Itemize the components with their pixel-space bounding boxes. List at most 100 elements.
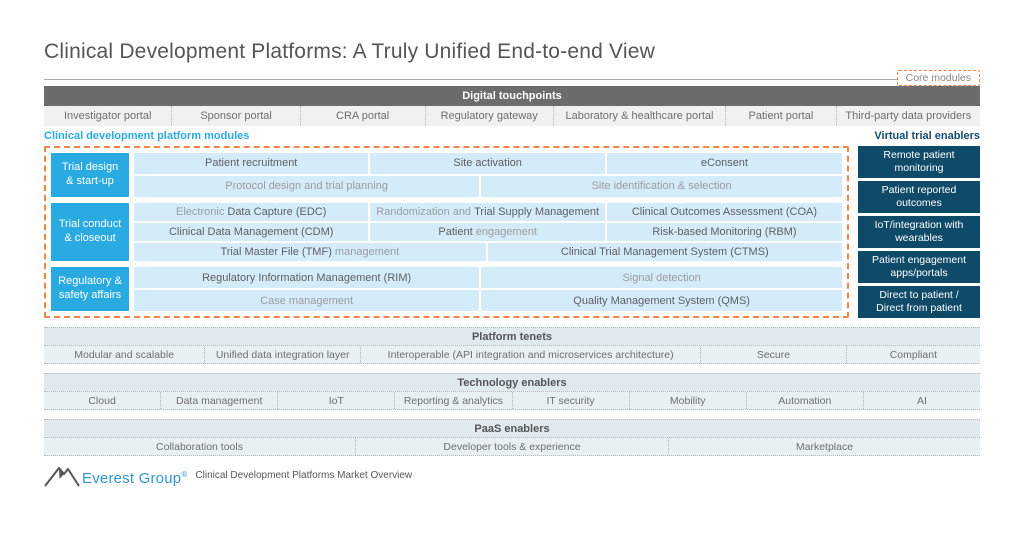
module-cell-text: Quality Management System (QMS): [573, 294, 750, 307]
module-cell-text: Clinical Data Management (CDM): [168, 225, 334, 238]
module-grid: Electronic Data Capture (EDC)Randomizati…: [134, 202, 843, 262]
module-cell: Clinical Data Management (CDM): [134, 222, 369, 242]
portal-cell: Patient portal: [725, 106, 836, 126]
category-box: Trial conduct & closeout: [51, 202, 129, 262]
module-band: Trial conduct & closeout Electronic Data …: [51, 202, 843, 262]
category-box: Regulatory & safety affairs: [51, 267, 129, 311]
module-cell-text: Data Capture (EDC): [227, 205, 327, 218]
module-grid: Patient recruitment Site activation eConse…: [134, 153, 843, 197]
module-row: Clinical Data Management (CDM) Patient en…: [134, 222, 843, 242]
module-row: Case management Quality Management System…: [134, 290, 842, 311]
registered-mark: ®: [181, 470, 188, 479]
module-cell: Protocol design and trial planning: [134, 175, 480, 197]
module-cell: Clinical Outcomes Assessment (COA): [606, 202, 843, 221]
page-title: Clinical Development Platforms: A Truly …: [44, 40, 655, 63]
module-cell: Risk-based Monitoring (RBM): [606, 222, 843, 242]
module-row: Electronic Data Capture (EDC)Randomizati…: [134, 202, 843, 221]
virtual-enablers-label: Virtual trial enablers: [874, 130, 980, 142]
section-title: Technology enablers: [44, 373, 980, 391]
section-cell: Marketplace: [667, 438, 980, 455]
section-cell: Interoperable (API integration and micro…: [360, 346, 700, 363]
module-cell-text: Signal detection: [622, 271, 701, 284]
section-title: Platform tenets: [44, 327, 980, 345]
header: Clinical Development Platforms: A Truly …: [44, 40, 980, 86]
portal-cell: Third-party data providers: [835, 106, 980, 126]
module-cell: Randomization and Trial Supply Managemen…: [370, 202, 605, 221]
module-row: Regulatory Information Management (RIM) S…: [134, 267, 842, 289]
module-cell: Case management: [134, 290, 480, 311]
mountain-logo-icon: [44, 467, 80, 487]
portal-cell: Sponsor portal: [171, 106, 299, 126]
digital-touchpoints-bar: Digital touchpoints: [44, 86, 980, 106]
portal-cell: Regulatory gateway: [424, 106, 553, 126]
enabler-box: Patient engagement apps/portals: [858, 251, 980, 283]
portal-cell: CRA portal: [299, 106, 425, 126]
section-cell: Modular and scalable: [74, 348, 175, 361]
section-cell: Secure: [700, 346, 845, 363]
section-cell: Compliant: [845, 346, 980, 363]
section-cell: Collaboration tools: [156, 440, 243, 453]
portal-cell: Laboratory & healthcare portal: [552, 106, 725, 126]
enabler-box: Remote patient monitoring: [858, 146, 980, 178]
module-cell-text: Risk-based Monitoring (RBM): [652, 225, 797, 238]
section-cell: Automation: [745, 392, 863, 409]
module-cell-text: management: [334, 246, 400, 259]
module-cell: Site activation: [370, 153, 605, 174]
module-row: Patient recruitment Site activation eConse…: [134, 153, 843, 174]
module-cell: Signal detection: [481, 267, 842, 289]
title-divider: [44, 79, 980, 80]
module-cell: Clinical Trial Management System (CTMS): [487, 243, 842, 262]
module-row: Trial Master File (TMF) management Clinic…: [134, 243, 842, 262]
section-cell: IoT: [277, 392, 394, 409]
module-cell-text: Clinical Outcomes Assessment (COA): [631, 205, 818, 218]
section-title: PaaS enablers: [44, 419, 980, 437]
category-box: Trial design & start-up: [51, 153, 129, 197]
module-cell: Trial Master File (TMF) management: [134, 243, 486, 262]
module-cell: Quality Management System (QMS): [481, 290, 842, 311]
module-cell: eConsent: [606, 153, 843, 174]
portal-cell: Investigator portal: [63, 110, 152, 122]
module-cell-text: Protocol design and trial planning: [225, 180, 388, 193]
module-cell: Regulatory Information Management (RIM): [134, 267, 480, 289]
module-cell-text: Clinical Trial Management System (CTMS): [560, 246, 769, 259]
everest-group-logo: Everest Group®: [44, 465, 187, 487]
module-cell-text: Patient recruitment: [205, 157, 298, 170]
module-cell-text: eConsent: [700, 157, 748, 170]
section-cell: AI: [862, 392, 980, 409]
module-cell-text: Site identification & selection: [591, 180, 732, 193]
module-grid: Regulatory Information Management (RIM) S…: [134, 267, 842, 311]
module-cell-text: Site activation: [453, 157, 522, 170]
module-cell: Patient recruitment: [134, 153, 369, 174]
footer: Everest Group® Clinical Development Plat…: [44, 465, 980, 487]
enabler-box: IoT/integration with wearables: [858, 216, 980, 248]
section-cell: IT security: [511, 392, 629, 409]
core-modules-badge: Core modules: [896, 70, 980, 86]
section-cell: Data management: [160, 392, 277, 409]
module-cell: Site identification & selection: [481, 175, 842, 197]
section-cell: Developer tools & experience: [355, 438, 668, 455]
module-cell: Electronic Data Capture (EDC): [134, 202, 369, 221]
section-items-row: Collaboration tools Developer tools & exp…: [44, 437, 980, 456]
platform-modules-label: Clinical development platform modules: [44, 130, 250, 142]
section-cell: Reporting & analytics: [394, 392, 511, 409]
section-cell: Mobility: [628, 392, 746, 409]
module-cell-text: Trial Supply Management: [474, 205, 600, 218]
brand-name: Everest Group®: [82, 470, 188, 487]
module-cell-text: Electronic: [176, 205, 228, 218]
module-cell-text: engagement: [475, 225, 537, 238]
enabler-box: Direct to patient / Direct from patient: [858, 286, 980, 318]
section-labels-row: Clinical development platform modules Vi…: [44, 126, 980, 146]
module-cell-text: Patient: [438, 225, 476, 238]
module-row: Protocol design and trial planning Site i…: [134, 175, 842, 197]
